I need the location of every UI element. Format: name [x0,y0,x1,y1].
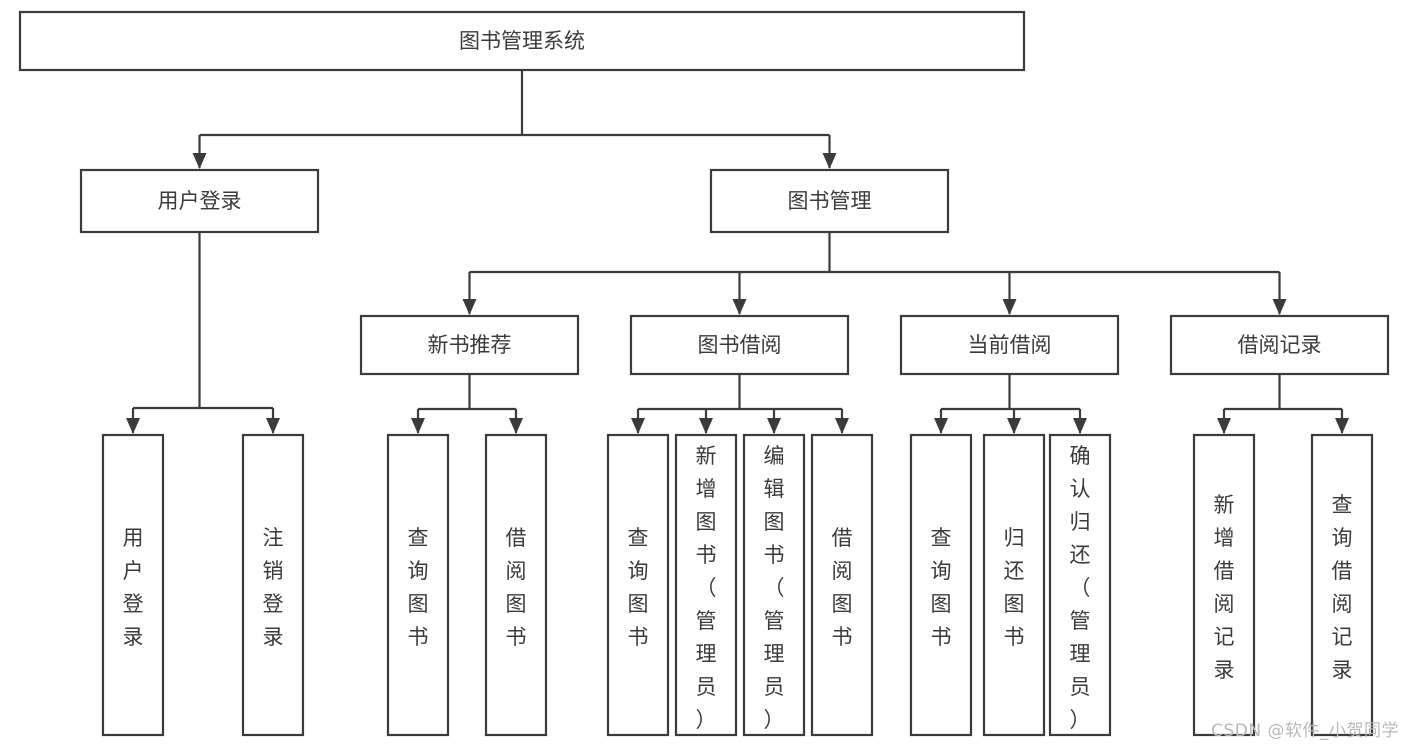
node-book-borrow[interactable]: 图书借阅 [629,314,850,376]
arrow-head-icon-leaf-query-book-rec [411,418,425,434]
node-label-leaf-logout: 注销登录 [263,526,284,649]
node-leaf-query-book-rec[interactable]: 查询图书 [386,433,450,737]
node-leaf-user-login[interactable]: 用户登录 [101,433,165,737]
node-label-leaf-return-book: 归还图书 [1004,526,1025,649]
node-label-root-system: 图书管理系统 [459,29,585,53]
arrow-head-icon-borrow-record [1272,299,1287,315]
node-leaf-add-book[interactable]: 新增图书（管理员） [674,433,738,737]
arrow-head-icon-new-book-recommend [462,299,477,315]
node-borrow-record[interactable]: 借阅记录 [1169,314,1390,376]
node-label-user-login: 用户登录 [158,189,242,213]
node-label-leaf-borrow-book: 借阅图书 [832,526,853,649]
connectors-layer [126,70,1349,434]
arrow-head-icon-leaf-borrow-book [835,418,849,434]
node-box-leaf-query-book-borrow [606,433,670,737]
node-box-leaf-logout [241,433,305,737]
node-box-leaf-query-record [1310,433,1374,737]
arrow-head-icon-book-borrow [732,299,747,315]
node-leaf-query-book-cur[interactable]: 查询图书 [909,433,973,737]
node-leaf-return-book[interactable]: 归还图书 [982,433,1046,737]
node-label-current-borrow: 当前借阅 [968,333,1052,357]
node-box-book-management [709,168,950,234]
node-label-leaf-user-login: 用户登录 [123,526,144,649]
node-leaf-edit-book[interactable]: 编辑图书（管理员） [742,433,806,737]
node-box-borrow-record [1169,314,1390,376]
node-box-leaf-borrow-book [810,433,874,737]
node-box-user-login [79,168,320,234]
arrow-head-icon-leaf-query-record [1335,418,1349,434]
arrow-head-icon-leaf-add-book [699,418,713,434]
node-leaf-logout[interactable]: 注销登录 [241,433,305,737]
node-current-borrow[interactable]: 当前借阅 [899,314,1120,376]
node-label-book-borrow: 图书借阅 [698,333,782,357]
node-leaf-query-record[interactable]: 查询借阅记录 [1310,433,1374,737]
node-leaf-borrow-book-rec[interactable]: 借阅图书 [484,433,548,737]
node-user-login[interactable]: 用户登录 [79,168,320,234]
arrow-head-icon-leaf-logout [266,418,280,434]
node-label-leaf-borrow-book-rec: 借阅图书 [506,526,527,649]
node-leaf-add-record[interactable]: 新增借阅记录 [1192,433,1256,737]
node-box-leaf-confirm-return [1048,433,1112,737]
node-label-book-management: 图书管理 [788,189,872,213]
node-box-leaf-borrow-book-rec [484,433,548,737]
node-label-leaf-edit-book: 编辑图书（管理员） [764,444,785,732]
node-box-leaf-add-record [1192,433,1256,737]
node-box-current-borrow [899,314,1120,376]
node-label-leaf-query-book-rec: 查询图书 [408,526,429,649]
node-box-root-system [18,10,1026,72]
node-label-borrow-record: 借阅记录 [1238,333,1322,357]
node-root-system[interactable]: 图书管理系统 [18,10,1026,72]
arrow-head-icon-leaf-edit-book [767,418,781,434]
node-box-leaf-query-book-rec [386,433,450,737]
node-label-leaf-add-book: 新增图书（管理员） [696,444,717,732]
node-label-leaf-query-book-cur: 查询图书 [931,526,952,649]
arrow-head-icon-current-borrow [1002,299,1017,315]
node-box-book-borrow [629,314,850,376]
arrow-head-icon-book-management [822,153,837,169]
node-label-leaf-confirm-return: 确认归还（管理员） [1070,444,1091,732]
node-leaf-confirm-return[interactable]: 确认归还（管理员） [1048,433,1112,737]
nodes-layer: 图书管理系统用户登录图书管理新书推荐图书借阅当前借阅借阅记录用户登录注销登录查询… [18,10,1390,737]
node-leaf-query-book-borrow[interactable]: 查询图书 [606,433,670,737]
node-box-leaf-add-book [674,433,738,737]
node-box-leaf-edit-book [742,433,806,737]
node-box-leaf-user-login [101,433,165,737]
arrow-head-icon-leaf-query-book-cur [934,418,948,434]
arrow-head-icon-leaf-borrow-book-rec [509,418,523,434]
arrow-head-icon-leaf-confirm-return [1073,418,1087,434]
node-box-new-book-recommend [359,314,580,376]
node-label-leaf-add-record: 新增借阅记录 [1214,493,1235,682]
arrow-head-icon-leaf-add-record [1217,418,1231,434]
node-label-new-book-recommend: 新书推荐 [428,333,512,357]
node-label-leaf-query-record: 查询借阅记录 [1332,493,1353,682]
arrow-head-icon-leaf-query-book-borrow [631,418,645,434]
node-leaf-borrow-book[interactable]: 借阅图书 [810,433,874,737]
arrow-head-icon-leaf-user-login [126,418,140,434]
arrow-head-icon-leaf-return-book [1007,418,1021,434]
node-box-leaf-return-book [982,433,1046,737]
node-book-management[interactable]: 图书管理 [709,168,950,234]
arrow-head-icon-user-login [192,153,207,169]
node-new-book-recommend[interactable]: 新书推荐 [359,314,580,376]
node-label-leaf-query-book-borrow: 查询图书 [628,526,649,649]
node-box-leaf-query-book-cur [909,433,973,737]
